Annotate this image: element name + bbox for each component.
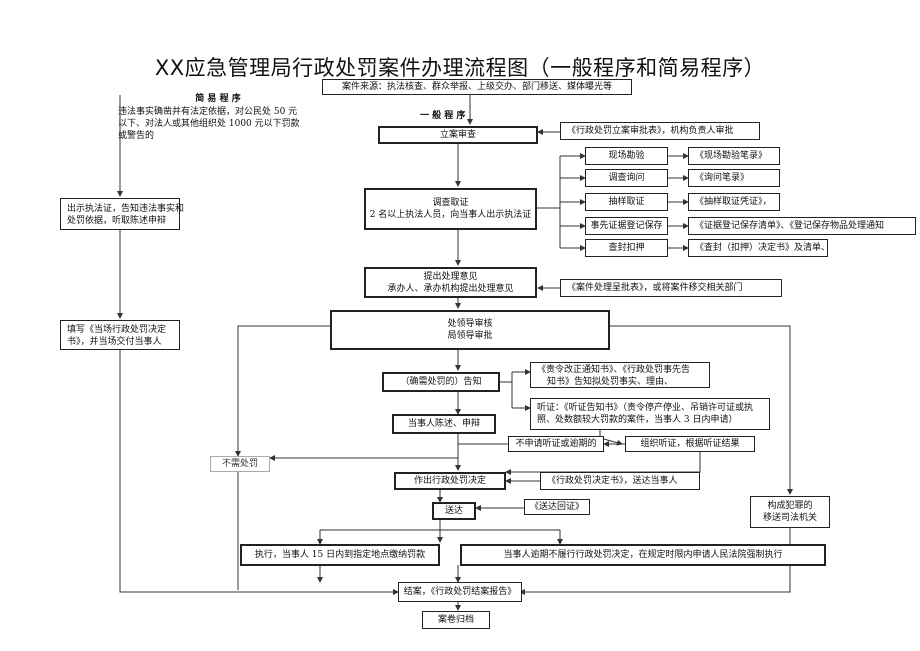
hearing-label: 组织听证，根据听证结果 <box>640 439 740 449</box>
note-seizure: 《查封（扣押）决定书》及清单、 <box>688 239 831 257</box>
notify-label: （确需处罚的）告知 <box>400 377 482 387</box>
proposal-desc: 承办人、承办机构提出处理意见 <box>387 283 514 294</box>
investigation-box: 调查取证 2 名以上执法人员，向当事人出示执法证 <box>364 188 537 230</box>
criminal-referral-box: 构成犯罪的 移送司法机关 <box>750 496 830 528</box>
fill-form-line-2: 书》，并当场交付当事人 <box>67 337 162 347</box>
overdue-enforcement-box: 当事人逾期不履行行政处罚决定，在规定时限内申请人民法院强制执行 <box>460 544 826 566</box>
method-label: 事先证据登记保存 <box>590 221 663 231</box>
show-cert-line-2: 处罚依据，听取陈述申辩 <box>67 216 167 226</box>
note-inquiry: 《询问笔录》 <box>688 169 780 187</box>
hearing-note-box: 听证：《听证告知书》（责令停产停业、吊销许可证或执 照、处数额较大罚款的案件，当… <box>530 398 770 430</box>
filing-note-text: 《行政处罚立案审批表》，机构负责人审批 <box>567 126 734 136</box>
decision-note-box: 《行政处罚决定书》，送达当事人 <box>540 472 700 490</box>
simple-desc-line-2: 以下、对法人或其他组织处 1000 元以下罚款 <box>118 119 300 129</box>
approval-title: 局领导审批 <box>447 331 493 341</box>
closure-label: 结案，《行政处罚结案报告》 <box>403 587 517 597</box>
show-cert-line-1: 出示执法证，告知违法事实和 <box>67 204 185 214</box>
no-penalty-box: 不需处罚 <box>210 456 270 472</box>
filing-review-box: 立案审查 <box>378 126 538 144</box>
case-closure-box: 结案，《行政处罚结案报告》 <box>398 582 522 602</box>
investigation-title: 调查取证 <box>432 198 469 208</box>
notify-note-line-2: 知书》告知拟处罚事实、理由、 <box>547 377 674 387</box>
investigation-desc: 2 名以上执法人员，向当事人出示执法证 <box>369 210 532 220</box>
case-source-box: 案件来源：执法核查、群众举报、上级交办、部门移送、媒体曝光等 <box>322 79 632 95</box>
serve-box: 送达 <box>432 502 476 520</box>
general-procedure-heading: 一 般 程 序 <box>420 111 466 121</box>
archive-box: 案卷归档 <box>422 611 490 629</box>
simple-desc-line-1: 违法事实确凿并有法定依据，对公民处 50 元 <box>118 107 298 117</box>
decision-label: 作出行政处罚决定 <box>413 476 486 486</box>
method-note: 《查封（扣押）决定书》及清单、 <box>695 243 831 253</box>
execute-label: 执行，当事人 15 日内到指定地点缴纳罚款 <box>254 550 426 560</box>
review-title: 处领导审核 <box>447 319 493 329</box>
notify-box: （确需处罚的）告知 <box>382 372 500 392</box>
simple-procedure-heading: 简 易 程 序 <box>195 94 241 104</box>
method-label: 现场勘验 <box>608 151 645 161</box>
fill-form-line-1: 填写《当场行政处罚决定 <box>67 325 167 335</box>
penalty-decision-box: 作出行政处罚决定 <box>394 472 506 490</box>
overdue-label: 当事人逾期不履行行政处罚决定，在规定时限内申请人民法院强制执行 <box>503 550 783 560</box>
serve-label: 送达 <box>444 506 463 516</box>
method-site-inspection: 现场勘验 <box>585 147 668 165</box>
leadership-review-box: 处领导审核 局领导审批 <box>330 310 610 350</box>
serve-note-box: 《送达回证》 <box>524 499 590 515</box>
show-certificate-box: 出示执法证，告知违法事实和 处罚依据，听取陈述申辩 <box>60 198 185 230</box>
method-label: 抽样取证 <box>608 197 645 207</box>
statement-label: 当事人陈述、申辩 <box>407 419 480 429</box>
proposal-box: 提出处理意见 承办人、承办机构提出处理意见 <box>364 267 537 298</box>
method-sampling: 抽样取证 <box>585 193 668 211</box>
page-title: XX应急管理局行政处罚案件办理流程图（一般程序和简易程序） <box>154 56 766 80</box>
proposal-title: 提出处理意见 <box>423 271 478 282</box>
execute-box: 执行，当事人 15 日内到指定地点缴纳罚款 <box>240 544 440 566</box>
method-seizure: 查封扣押 <box>585 239 668 257</box>
method-label: 调查询问 <box>608 173 645 183</box>
archive-label: 案卷归档 <box>437 615 474 625</box>
method-inquiry: 调查询问 <box>585 169 668 187</box>
note-sampling: 《抽样取证凭证》， <box>688 193 780 211</box>
notify-note-line-1: 《责令改正通知书》、《行政处罚事先告 <box>537 365 691 375</box>
no-hearing-box: 不申请听证或逾期的 <box>508 436 604 452</box>
method-note: 《抽样取证凭证》， <box>695 197 772 207</box>
no-hearing-label: 不申请听证或逾期的 <box>515 439 597 449</box>
proposal-note-box: 《案件处理呈批表》，或将案件移交相关部门 <box>560 279 782 297</box>
statement-defense-box: 当事人陈述、申辩 <box>392 414 496 434</box>
method-note: 《询问笔录》 <box>695 173 750 183</box>
organize-hearing-box: 组织听证，根据听证结果 <box>625 436 755 452</box>
fill-decision-form-box: 填写《当场行政处罚决定 书》，并当场交付当事人 <box>60 320 180 350</box>
no-penalty-label: 不需处罚 <box>221 459 258 469</box>
filing-review-label: 立案审查 <box>439 130 476 140</box>
serve-note-text: 《送达回证》 <box>529 502 584 512</box>
case-source-text: 案件来源：执法核查、群众举报、上级交办、部门移送、媒体曝光等 <box>341 82 612 92</box>
method-label: 查封扣押 <box>608 243 645 253</box>
note-site-inspection: 《现场勘验笔录》 <box>688 147 780 165</box>
method-evidence-preservation: 事先证据登记保存 <box>585 217 668 235</box>
simple-procedure-desc: 违法事实确凿并有法定依据，对公民处 50 元 以下、对法人或其他组织处 1000… <box>118 106 300 142</box>
notify-note-box: 《责令改正通知书》、《行政处罚事先告 知书》告知拟处罚事实、理由、 <box>530 362 710 388</box>
filing-note-box: 《行政处罚立案审批表》，机构负责人审批 <box>560 122 760 140</box>
method-note: 《现场勘验笔录》 <box>695 151 768 161</box>
proposal-note-text: 《案件处理呈批表》，或将案件移交相关部门 <box>567 283 743 293</box>
simple-desc-line-3: 或警告的 <box>118 131 155 141</box>
hearing-note-line-2: 照、处数额较大罚款的案件，当事人 3 日内申请） <box>537 415 738 425</box>
decision-note-text: 《行政处罚决定书》，送达当事人 <box>547 476 678 486</box>
note-evidence-preservation: 《证据登记保存清单》、《登记保存物品处理通知 <box>688 217 916 235</box>
crime-line-2: 移送司法机关 <box>762 513 817 523</box>
crime-line-1: 构成犯罪的 <box>767 501 813 511</box>
hearing-note-line-1: 听证：《听证告知书》（责令停产停业、吊销许可证或执 <box>537 403 754 413</box>
method-note: 《证据登记保存清单》、《登记保存物品处理通知 <box>695 221 885 231</box>
